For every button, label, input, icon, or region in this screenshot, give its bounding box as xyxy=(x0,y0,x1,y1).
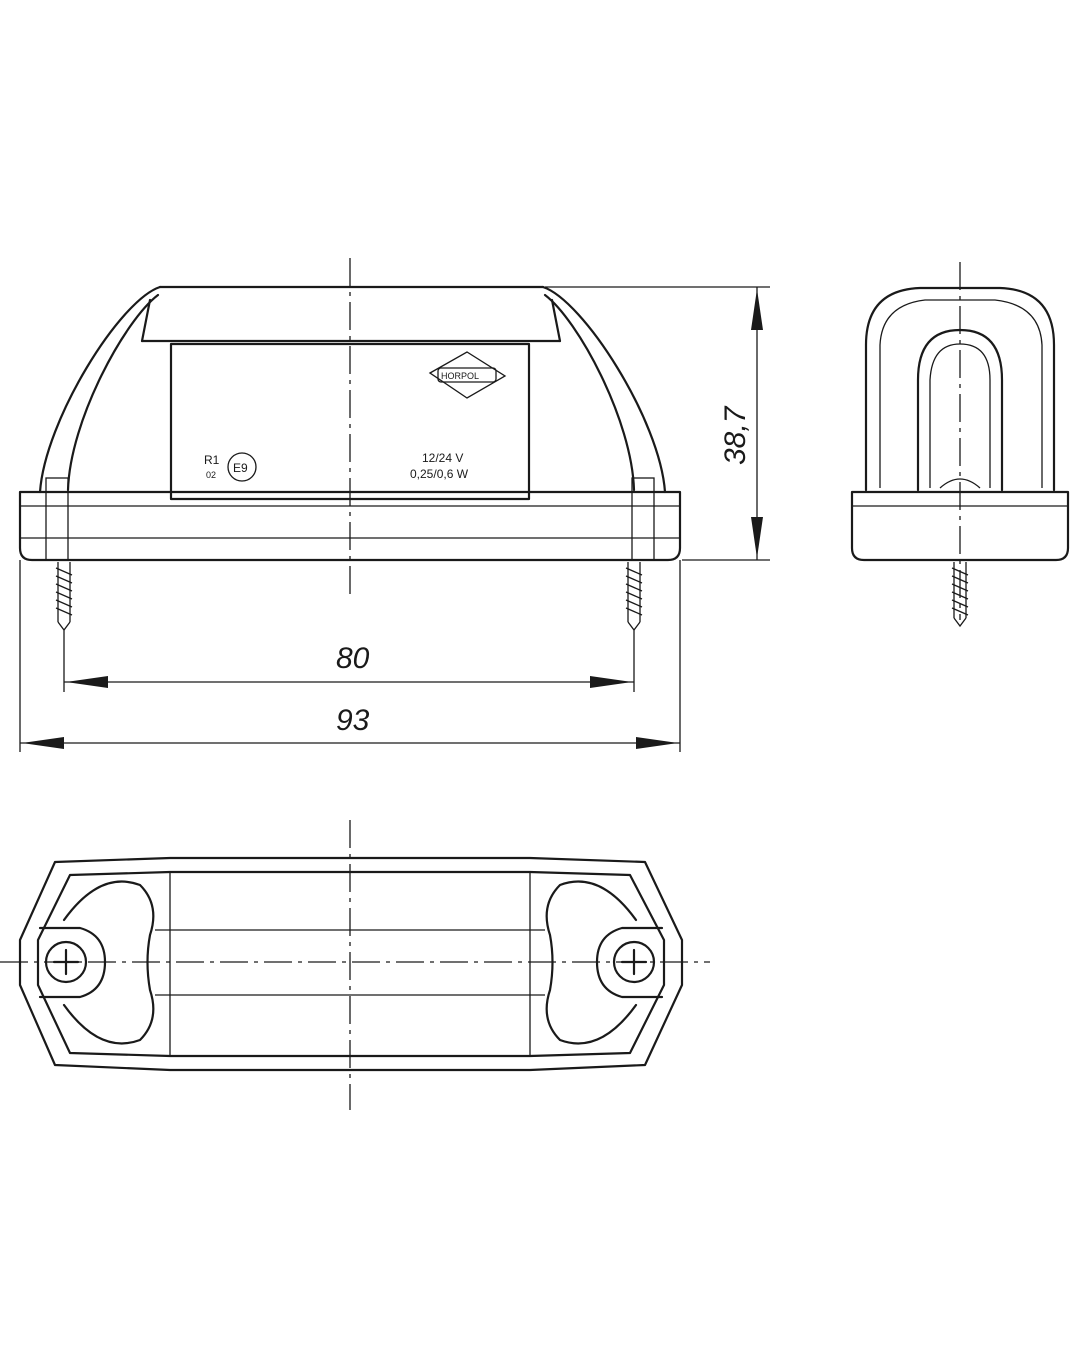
screw-side xyxy=(951,562,969,628)
voltage-text: 12/24 V xyxy=(422,451,463,465)
brand-logo xyxy=(428,351,507,399)
screw-head-left xyxy=(38,926,107,999)
screw-left xyxy=(55,562,73,632)
side-view xyxy=(850,262,1070,628)
approval-class: R1 xyxy=(204,453,220,467)
top-view xyxy=(0,820,710,1110)
power-text: 0,25/0,6 W xyxy=(410,467,469,481)
height-label: 38,7 xyxy=(719,405,752,465)
e-mark: E9 xyxy=(233,461,248,475)
brand-text: HORPOL xyxy=(441,371,479,381)
overall-width-dimension: 93 xyxy=(19,560,681,752)
label-plate: R1 02 E9 HORPOL 12/24 V 0,25/0,6 W xyxy=(204,351,507,482)
e-mark-circle xyxy=(227,452,257,482)
overall-width-label: 93 xyxy=(336,704,370,737)
hole-spacing-label: 80 xyxy=(336,642,370,675)
screw-right xyxy=(625,562,643,632)
front-view: R1 02 E9 HORPOL 12/24 V 0,25/0,6 W 38,7 xyxy=(18,258,770,752)
screw-head-right xyxy=(595,926,664,999)
hole-spacing-dimension: 80 xyxy=(63,630,635,692)
height-dimension: 38,7 xyxy=(545,286,770,561)
approval-number: 02 xyxy=(206,470,216,480)
